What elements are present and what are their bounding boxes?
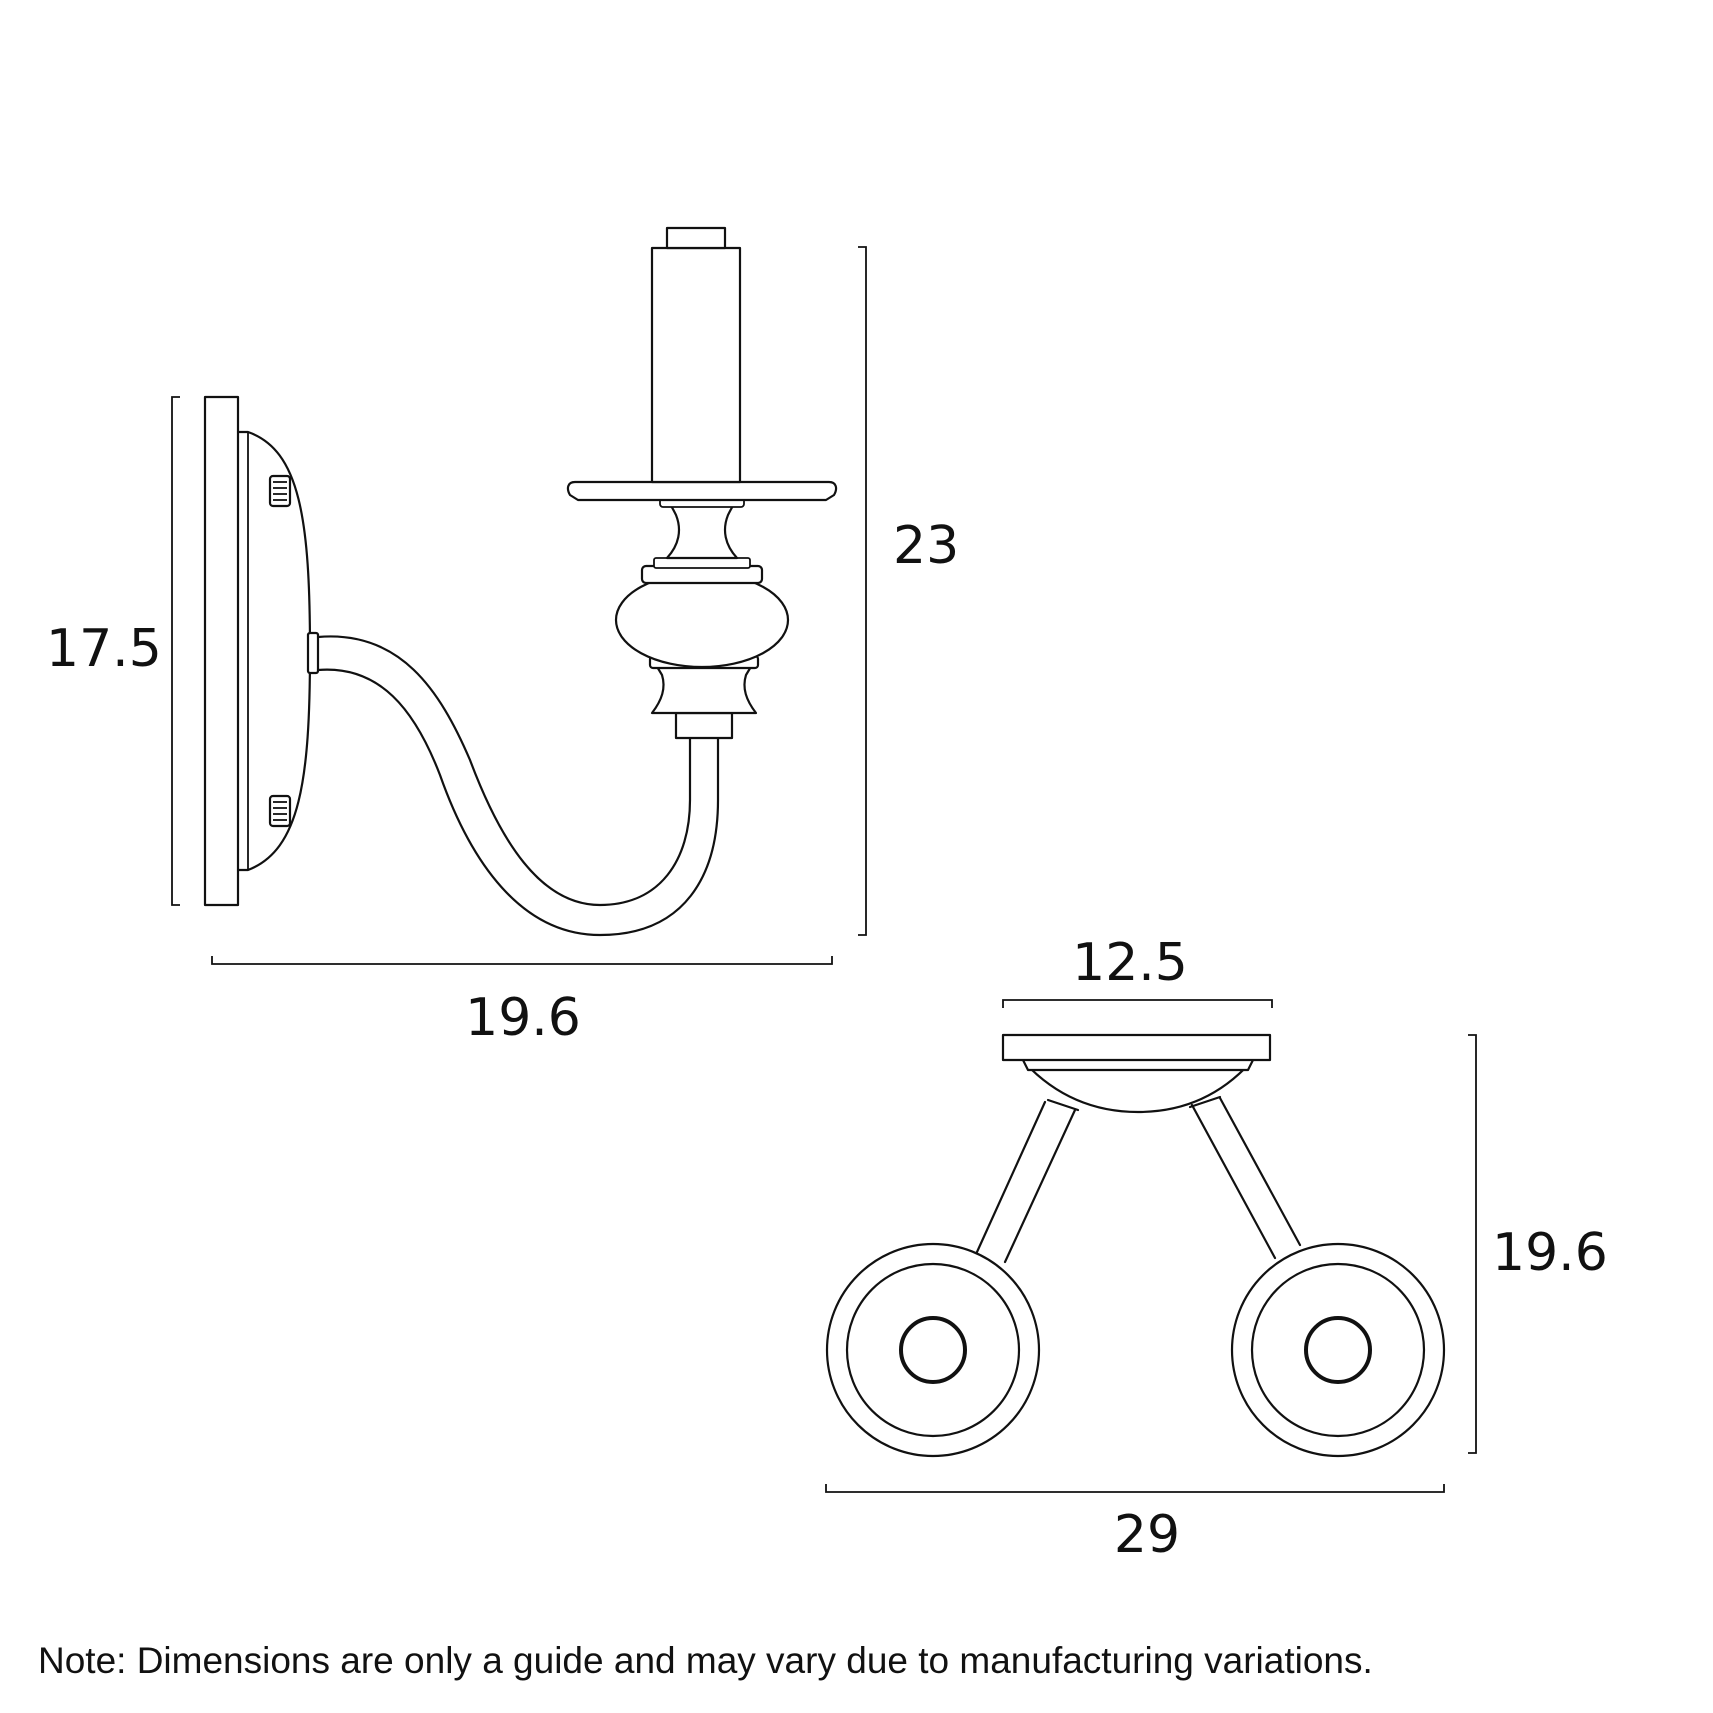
backplate [203,395,240,907]
candle-sleeve [650,246,742,484]
right-drip-pan [1230,1242,1446,1458]
right-arm [1190,1096,1302,1260]
left-drip-pan [825,1242,1041,1458]
backplate-width-dimension-line [1002,999,1273,1008]
disclaimer-note: Note: Dimensions are only a guide and ma… [38,1640,1373,1681]
canopy-dome-top [1023,1061,1252,1114]
lower-spool [650,663,758,715]
backplate-width-label: 12.5 [1072,933,1188,993]
projection-label: 19.6 [465,988,581,1048]
backplate-height-label: 17.5 [46,619,162,679]
screw-top [268,474,292,508]
socket-stem [674,711,734,740]
curved-arm [316,635,692,907]
projection-dimension-line [211,956,833,965]
upper-spool [664,501,740,560]
backplate-dimension-line [171,396,180,906]
side-view: 23 17.5 19.6 [46,226,959,1048]
width-label: 29 [1114,1505,1180,1565]
depth-dimension-line [1468,1034,1477,1454]
left-arm [975,1100,1077,1264]
screw-bottom [268,794,292,828]
height-label: 23 [893,516,959,576]
left-arm-joint [1046,1098,1080,1112]
upper-collar-ring [653,557,751,569]
bulb-body [614,571,790,669]
right-arm-joint [1188,1095,1222,1109]
depth-label: 19.6 [1492,1223,1608,1283]
curved-arm-inner [316,668,720,937]
drip-pan [566,480,838,502]
backplate-top [1001,1033,1272,1062]
top-view: 12.5 19.6 [825,933,1608,1565]
width-dimension-line [825,1484,1445,1493]
arm-collar [306,631,320,675]
candle-top [665,226,727,250]
height-dimension-line [858,246,867,936]
